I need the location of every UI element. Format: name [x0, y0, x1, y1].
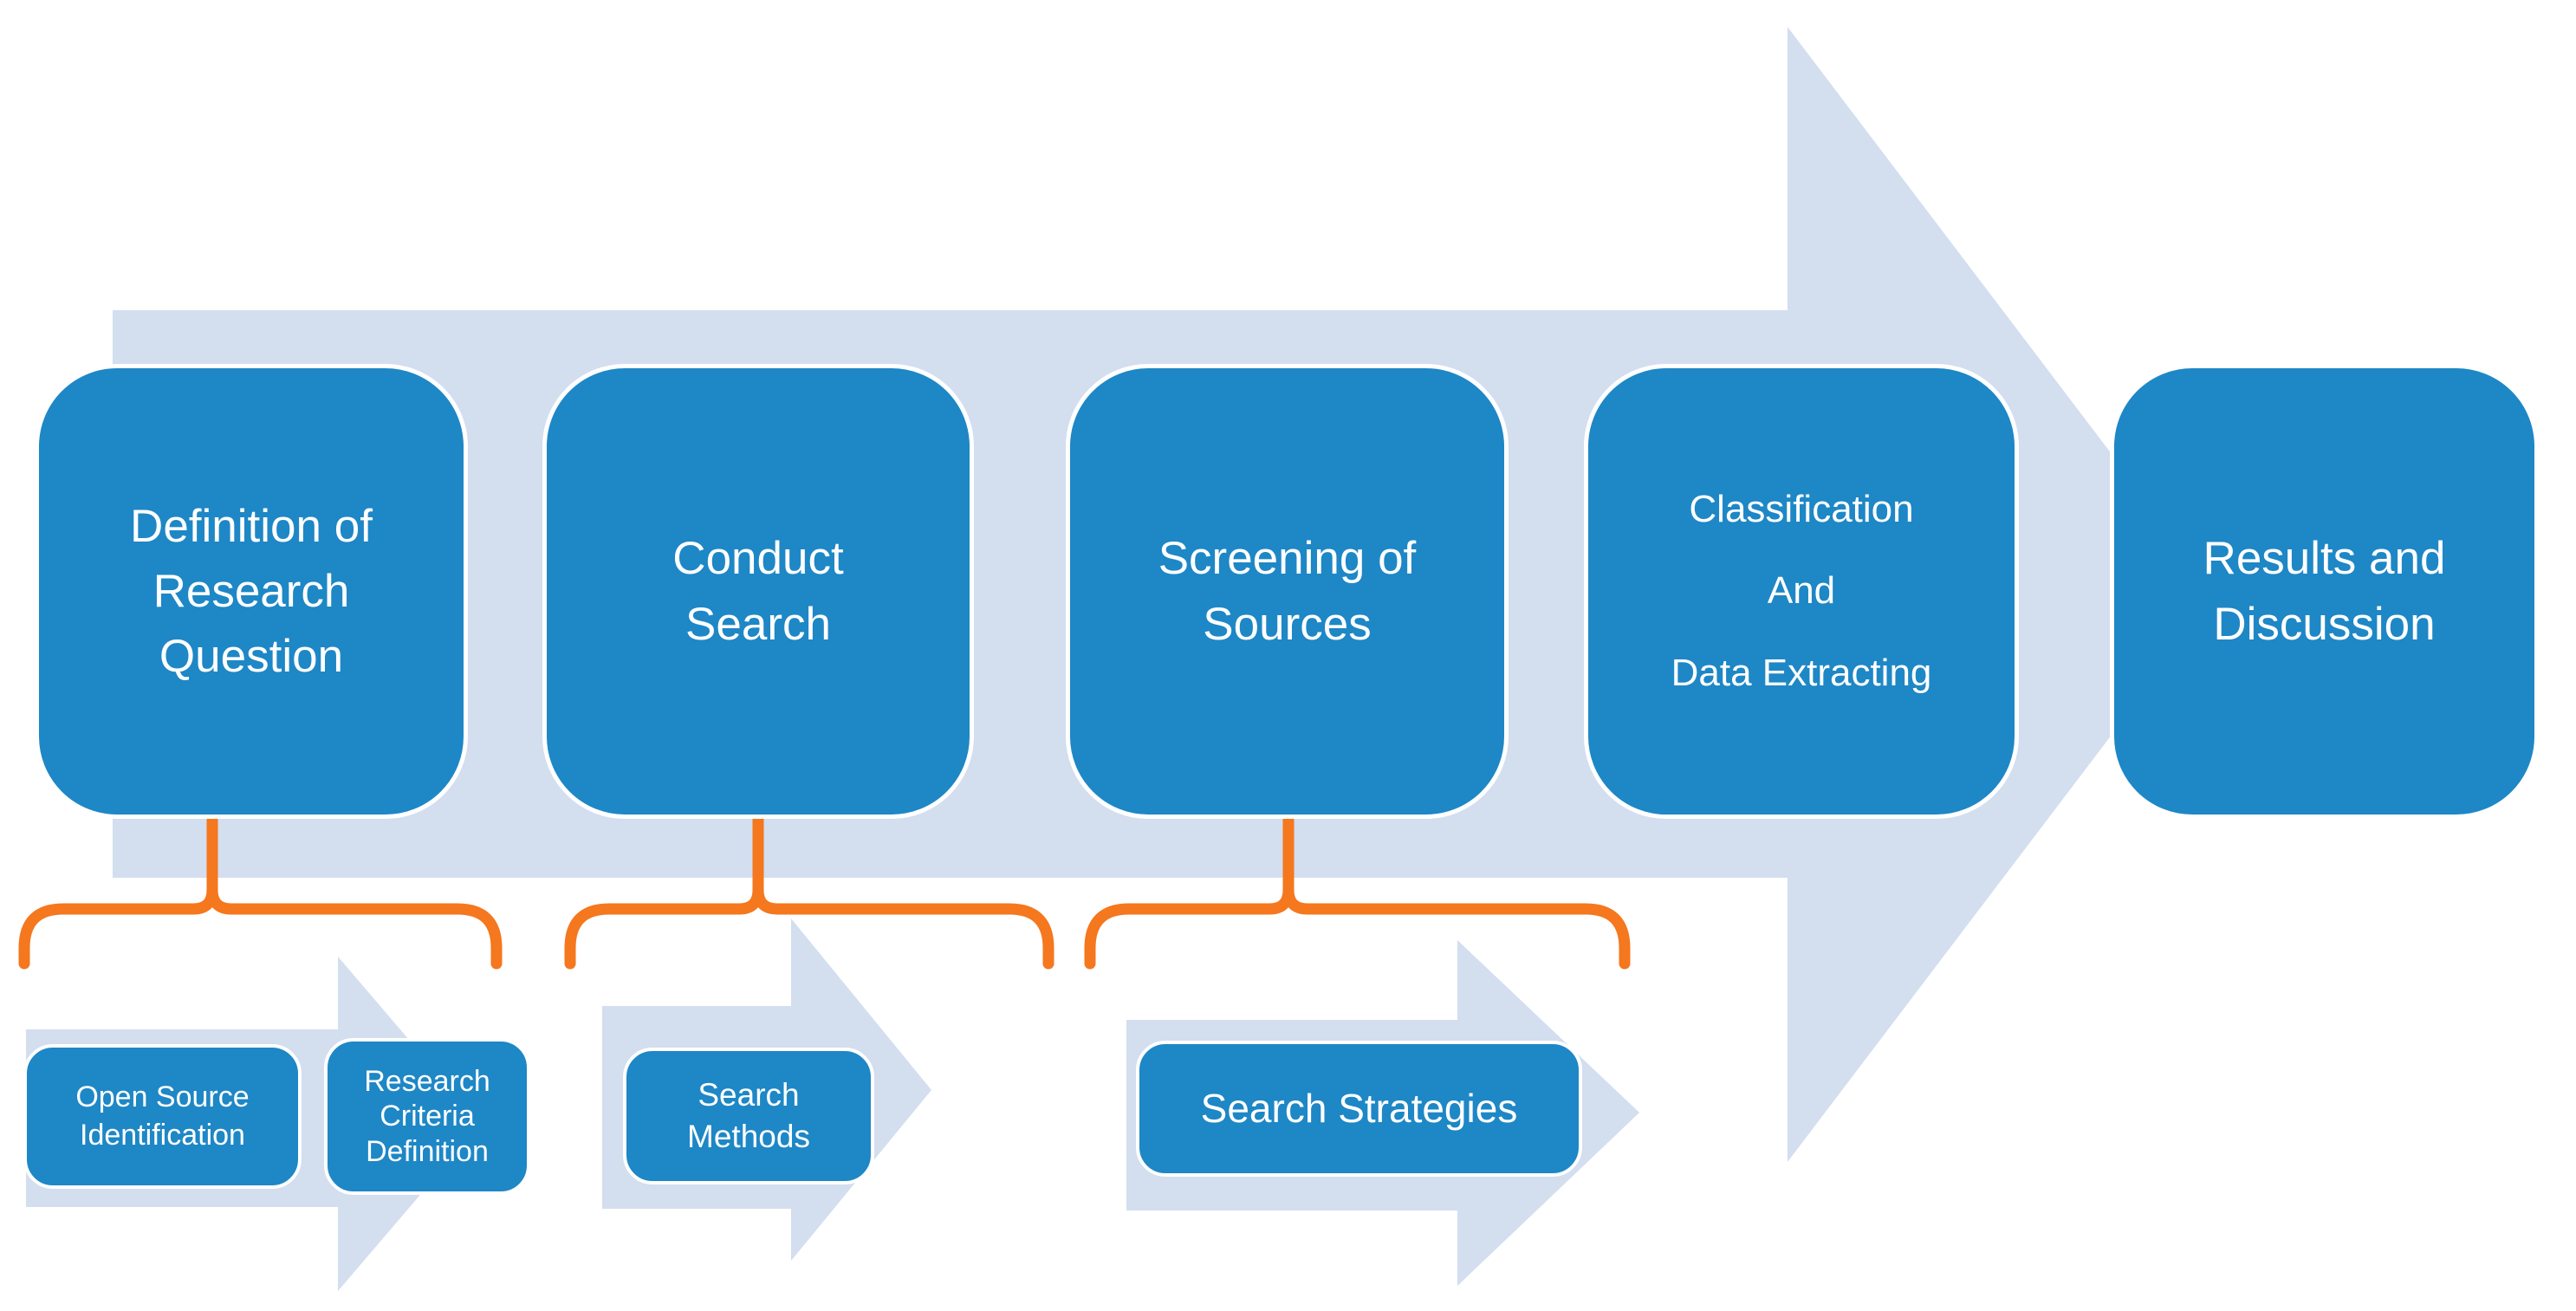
brace-3 [1084, 884, 1631, 970]
brace-1 [18, 884, 503, 970]
step-definition-of-research-question: Definition of Research Question [35, 364, 468, 819]
step-conduct-search: Conduct Search [542, 364, 974, 819]
step-label-line: Discussion [2213, 598, 2436, 650]
branch-label-line: Identification [80, 1118, 245, 1152]
step-classification-and-data-extracting: Classification And Data Extracting [1584, 364, 2019, 819]
step-label-line: Screening of [1158, 533, 1417, 585]
branch-label-line: Search [698, 1076, 800, 1113]
step-results-and-discussion: Results and Discussion [2110, 364, 2539, 819]
branch-open-source-identification: Open Source Identification [23, 1044, 302, 1189]
branch-label-line: Open Source [75, 1080, 250, 1113]
step-label-line: Conduct [672, 533, 844, 585]
branch-label-line: Search Strategies [1200, 1085, 1518, 1131]
step-label-line: Results and [2203, 533, 2446, 585]
step-label-line: And [1767, 569, 1836, 613]
branch-search-strategies: Search Strategies [1136, 1041, 1582, 1177]
step-screening-of-sources: Screening of Sources [1066, 364, 1509, 819]
branch-research-criteria-definition: Research Criteria Definition [324, 1038, 530, 1195]
step-label-line: Question [159, 631, 344, 683]
step-label-line: Sources [1203, 598, 1372, 650]
step-label-line: Definition of [130, 500, 373, 552]
branch-label-line: Criteria [380, 1100, 475, 1133]
branch-search-methods: Search Methods [623, 1048, 874, 1184]
step-label-line: Classification [1689, 487, 1914, 530]
step-label-line: Research [152, 565, 350, 617]
branch-label-line: Research [364, 1065, 490, 1099]
step-label-line: Data Extracting [1671, 651, 1932, 694]
branch-label-line: Definition [366, 1134, 489, 1168]
brace-2 [564, 884, 1054, 970]
step-label-line: Search [685, 598, 831, 650]
branch-label-line: Methods [687, 1119, 810, 1154]
